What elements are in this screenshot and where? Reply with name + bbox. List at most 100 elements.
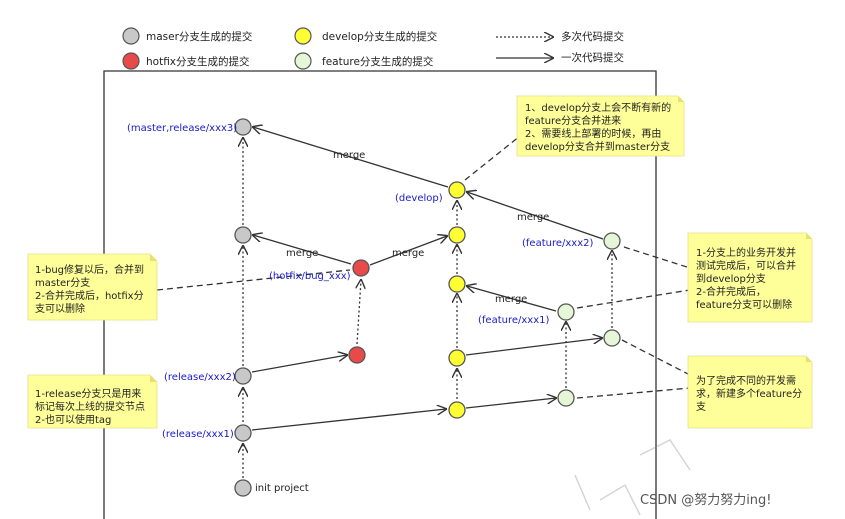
watermark-text: CSDN @努力努力ing! — [640, 493, 772, 508]
develop-commit-1 — [448, 401, 466, 419]
branch-labels: (master,release/xxx3) (develop) (hotfix/… — [127, 123, 593, 494]
note-develop-line-4: develop分支合并到master分支 — [525, 140, 670, 153]
note-develop-background — [516, 95, 685, 157]
feature2-merge-to-develop-arrow — [467, 192, 604, 240]
note-feature-create-background — [687, 355, 813, 429]
legend-develop-text: develop分支生成的提交 — [322, 30, 438, 43]
watermark-stamp-stroke-2 — [599, 483, 641, 516]
note-feature-merge-line-4: 2-合并完成后， — [696, 285, 766, 298]
note-develop-line-1: 1、develop分支上会不断有新的 — [525, 101, 671, 114]
feature-merge-note-connector-2 — [576, 289, 691, 309]
master-release-xxx3-commit — [234, 118, 252, 136]
note-hotfix-line-1: 1-bug修复以后，合并到 — [35, 263, 144, 276]
note-release-line-2: 标记每次上线的提交节点 — [35, 400, 145, 413]
master-hotfix-merge-commit — [234, 226, 252, 244]
callout-connectors — [156, 127, 691, 399]
merge-label-feature2-develop: merge — [517, 212, 549, 223]
feature-create-note-connector-1 — [576, 387, 691, 399]
note-develop-line-2: feature分支合并进来 — [525, 114, 621, 127]
master-commit-swatch — [122, 27, 140, 45]
release2-to-hotfix-arrow — [251, 355, 347, 373]
develop-commit-2 — [448, 349, 466, 367]
note-feature-merge-line-2: 测试完成后，可以合并 — [696, 259, 796, 272]
legend-multi-text: 多次代码提交 — [561, 30, 624, 43]
develop-commit-swatch — [294, 27, 312, 45]
branch-label-release2: (release/xxx2) — [164, 372, 236, 383]
legend-master-text: maser分支生成的提交 — [146, 30, 253, 43]
develop-to-feature1-arrow — [465, 398, 556, 409]
note-release-line-1: 1-release分支只是用来 — [35, 388, 141, 400]
develop-commit-3 — [448, 275, 466, 293]
feature-xxx2-commit — [603, 232, 621, 250]
note-feature-create: 为了完成不同的开发需 求，新建多个feature分 支 — [687, 355, 813, 429]
feature-xxx2-first-commit — [603, 329, 621, 347]
dotted-hotfix1-to-hotfix2 — [357, 280, 361, 345]
note-feature-create-line-3: 支 — [696, 401, 706, 413]
note-hotfix: 1-bug修复以后，合并到 master分支 2-合并完成后，hotfix分 支… — [27, 253, 158, 321]
feature-create-note-connector-2 — [621, 339, 691, 376]
merge-label-develop-master: merge — [333, 150, 365, 161]
branch-label-feature2: (feature/xxx2) — [522, 238, 593, 249]
feature1-merge-to-develop-arrow — [467, 286, 557, 312]
watermark-stamp — [574, 439, 691, 516]
note-feature-merge-line-3: 到develop分支 — [696, 273, 766, 285]
branch-label-hotfix: (hotfix/bug_xxx) — [269, 271, 351, 282]
release1-to-develop-arrow — [251, 409, 446, 431]
commit-nodes — [234, 118, 621, 497]
develop-to-feature2-arrow — [465, 338, 602, 356]
hotfix-commit-swatch — [122, 52, 140, 70]
watermark-stamp-stroke-1 — [639, 439, 691, 471]
develop-merge-to-master-arrow — [253, 127, 449, 188]
merge-label-hotfix-develop: merge — [392, 248, 424, 259]
note-develop-fold — [678, 96, 684, 102]
note-release-fold — [150, 375, 157, 382]
note-feature-merge-line-1: 1-分支上的业务开发并 — [696, 246, 796, 259]
legend: maser分支生成的提交 hotfix分支生成的提交 develop分支生成的提… — [122, 27, 624, 70]
hotfix-merge-to-develop-arrow — [369, 236, 447, 266]
note-feature-merge: 1-分支上的业务开发并 测试完成后，可以合并 到develop分支 2-合并完成… — [687, 232, 813, 323]
release-xxx2-commit — [234, 367, 252, 385]
hotfix-merge-to-master-arrow — [253, 235, 352, 265]
note-hotfix-line-3: 2-合并完成后，hotfix分 — [35, 289, 144, 302]
init-project-commit — [234, 479, 252, 497]
note-feature-merge-fold — [806, 233, 812, 239]
hotfix-note-connector — [156, 269, 351, 291]
develop-note-connector — [464, 127, 531, 181]
hotfix-bug-commit — [352, 259, 370, 277]
merge-label-feature1-develop: merge — [495, 294, 527, 305]
note-hotfix-line-4: 支可以删除 — [35, 302, 85, 315]
merge-labels: merge merge merge merge merge — [286, 150, 549, 305]
develop-commit-4 — [448, 226, 466, 244]
note-feature-merge-background — [687, 232, 813, 323]
branch-label-feature1: (feature/xxx1) — [478, 315, 549, 326]
branch-label-develop: (develop) — [395, 193, 443, 204]
develop-head-commit — [448, 181, 466, 199]
hotfix-first-commit — [348, 346, 366, 364]
branch-label-release1: (release/xxx1) — [162, 429, 234, 440]
note-feature-create-line-1: 为了完成不同的开发需 — [696, 374, 796, 387]
merge-label-hotfix-master: merge — [286, 248, 318, 259]
note-release-background — [27, 374, 158, 429]
feature-xxx1-first-commit — [557, 389, 575, 407]
init-project-label: init project — [255, 483, 309, 494]
feature-xxx1-commit — [557, 303, 575, 321]
dotted-connections — [243, 138, 612, 478]
note-hotfix-line-2: master分支 — [35, 277, 90, 289]
note-develop: 1、develop分支上会不断有新的 feature分支合并进来 2、需要线上部… — [516, 95, 685, 157]
watermark-stamp-stroke-3 — [574, 474, 591, 511]
note-release: 1-release分支只是用来 标记每次上线的提交节点 2-也可以使用tag — [27, 374, 158, 429]
legend-feature-text: feature分支生成的提交 — [322, 55, 434, 68]
legend-single-text: 一次代码提交 — [561, 51, 624, 64]
feature-merge-note-connector-1 — [623, 246, 691, 269]
note-feature-merge-line-5: feature分支可以删除 — [696, 298, 792, 311]
legend-hotfix-text: hotfix分支生成的提交 — [146, 55, 250, 68]
note-hotfix-fold — [150, 254, 157, 261]
feature-commit-swatch — [294, 52, 312, 70]
note-feature-create-fold — [806, 356, 812, 362]
branch-label-master-release3: (master,release/xxx3) — [127, 123, 237, 134]
note-develop-line-3: 2、需要线上部署的时候，再由 — [525, 127, 661, 140]
note-release-line-3: 2-也可以使用tag — [35, 413, 111, 426]
note-hotfix-background — [27, 253, 158, 321]
release-xxx1-commit — [234, 424, 252, 442]
